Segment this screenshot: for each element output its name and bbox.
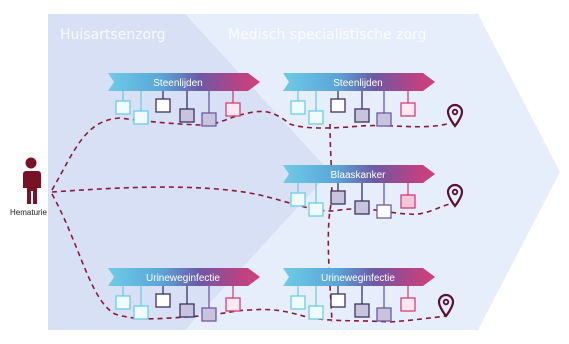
step-box — [376, 204, 392, 219]
pathway-label: Urineweginfectie — [146, 273, 220, 284]
step-box — [290, 192, 306, 207]
step-box — [308, 110, 324, 125]
pathway-label: Urineweginfectie — [321, 273, 395, 284]
step-box — [354, 108, 370, 123]
path-to-urineweginfectie — [51, 193, 447, 323]
step-box — [308, 202, 324, 217]
step-box — [330, 190, 346, 205]
location-pin-icon-2 — [446, 183, 464, 208]
step-box — [179, 303, 195, 318]
step-box — [308, 305, 324, 320]
primary-care-zone-label: Huisartsenzorg — [60, 27, 166, 43]
pathway-banner-arrow — [108, 268, 260, 286]
step-box — [400, 194, 416, 209]
patient-label: Hematurie — [10, 208, 47, 217]
step-box — [376, 112, 392, 127]
step-box — [354, 200, 370, 215]
pathway-banner-arrow — [108, 73, 260, 91]
step-box — [133, 110, 149, 125]
pathway-specialist-blaaskanker: Blaaskanker — [283, 165, 435, 219]
step-box — [400, 297, 416, 312]
pathway-specialist-steenlijden: Steenlijden — [283, 73, 435, 127]
path-vertical-connector — [327, 123, 333, 323]
step-box — [225, 102, 241, 117]
pathway-label: Blaaskanker — [330, 170, 386, 181]
step-box — [115, 295, 131, 310]
pathway-banner-arrow — [283, 73, 435, 91]
pathway-label: Steenlijden — [333, 78, 382, 89]
specialist-care-zone-label: Medisch specialistische zorg — [228, 27, 426, 43]
pathway-specialist-urineweginfectie: Urineweginfectie — [283, 268, 435, 322]
step-box — [133, 305, 149, 320]
location-pin-icon-1 — [446, 103, 464, 128]
person-icon — [23, 157, 41, 204]
step-box — [290, 295, 306, 310]
step-box — [155, 98, 171, 113]
step-box — [225, 297, 241, 312]
location-pin-icon-3 — [437, 293, 455, 318]
pathway-primary-urineweginfectie: Urineweginfectie — [108, 268, 260, 322]
step-box — [290, 100, 306, 115]
step-box — [330, 98, 346, 113]
step-box — [354, 303, 370, 318]
pathway-label: Steenlijden — [153, 78, 202, 89]
primary-care-zone — [48, 14, 330, 330]
step-box — [115, 100, 131, 115]
step-box — [330, 293, 346, 308]
pathway-banner-arrow — [283, 268, 435, 286]
step-box — [201, 112, 217, 127]
pathway-primary-steenlijden: Steenlijden — [108, 73, 260, 127]
pathway-banner-arrow — [283, 165, 435, 183]
step-box — [201, 307, 217, 322]
step-box — [376, 307, 392, 322]
step-box — [155, 293, 171, 308]
step-box — [179, 108, 195, 123]
step-box — [400, 102, 416, 117]
